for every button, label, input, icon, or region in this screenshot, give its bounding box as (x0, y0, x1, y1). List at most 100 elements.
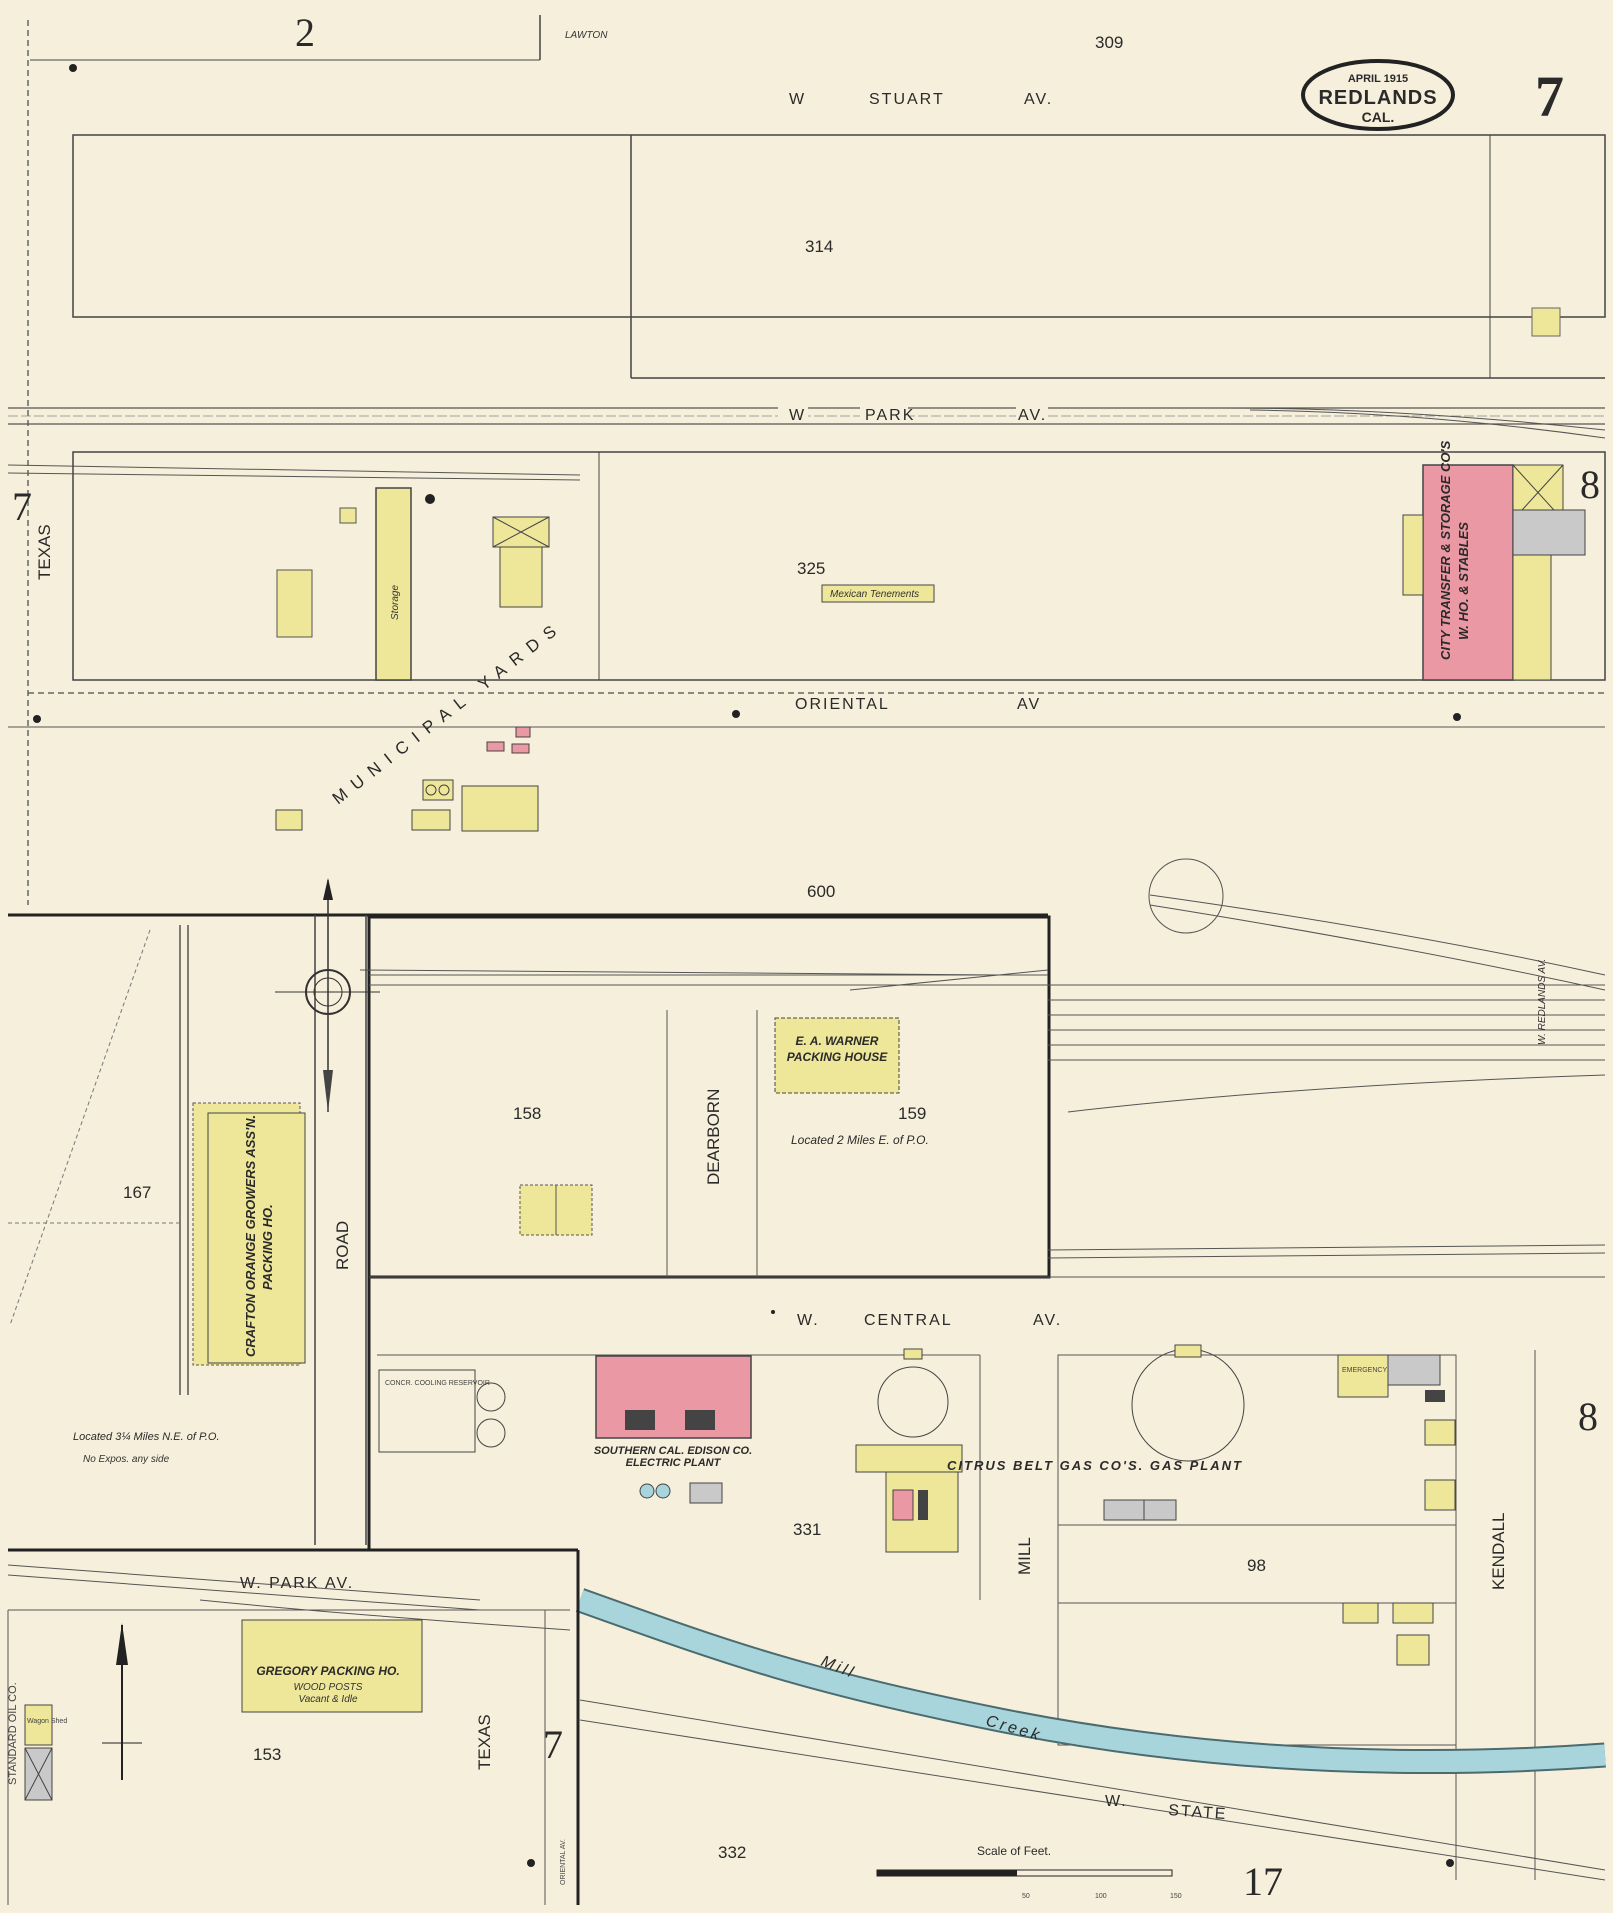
middle-region: 600 158 159 DEARBORN E. A. WARNER PACKIN… (8, 858, 1606, 1550)
mexican-tenements (821, 584, 935, 603)
frame-building-a (276, 569, 313, 638)
mill-creek (576, 1590, 1606, 1773)
city-transfer-label: CITY TRANSFER & STORAGE CO'S (1438, 440, 1453, 660)
road-label: ROAD (333, 1221, 352, 1270)
adjacent-sheet-7-left: 7 (12, 484, 32, 529)
block-331-area: CONCR. COOLING RESERVOIR SOUTHERN CAL. E… (377, 1348, 1243, 1600)
top-section: 2 LAWTON 309 APRIL 1915 REDLANDS CAL. 7 … (27, 10, 1606, 905)
texas-label-bottom: TEXAS (475, 1714, 494, 1770)
texas-label-top: TEXAS (35, 524, 54, 580)
w-park-lower-label: W. PARK AV. (240, 1575, 354, 1592)
block-158: 158 (513, 1104, 541, 1123)
block-167: 167 (123, 1183, 151, 1202)
block-98: 98 (1247, 1556, 1266, 1575)
edison-electric-plant (595, 1355, 752, 1439)
block-332: 332 (718, 1843, 746, 1862)
w-park-name: PARK (865, 407, 915, 424)
north-arrow (102, 1623, 142, 1780)
crafton-name-1: CRAFTON ORANGE GROWERS ASS'N. (243, 1115, 258, 1357)
stamp-state: CAL. (1362, 109, 1395, 125)
small-frame-building (1531, 307, 1561, 337)
block-325-area: 7 TEXAS Storage 325 Mexican Tenements CI… (7, 440, 1606, 681)
dearborn-label: DEARBORN (704, 1089, 723, 1185)
block-167-area: 167 CRAFTON ORANGE GROWERS ASS'N. PACKIN… (8, 925, 306, 1465)
block-600: 600 (807, 882, 835, 901)
w-redlands-label: W. REDLANDS AV. (1537, 959, 1548, 1045)
scale-tick-150: 150 (1170, 1893, 1182, 1900)
mexican-tenements-label: Mexican Tenements (830, 589, 919, 600)
stamp-city: REDLANDS (1318, 87, 1437, 109)
gregory-packing-house (241, 1619, 423, 1713)
warner-packing-house (774, 1017, 900, 1094)
w-central-av: AV. (1033, 1312, 1062, 1329)
storage-building (375, 487, 412, 681)
scale-bar: Scale of Feet. 50 100 150 (876, 1844, 1182, 1900)
lower-left-area: W. PARK AV. GREGORY PACKING HO. WOOD POS… (7, 1548, 580, 1905)
warner-location: Located 2 Miles E. of P.O. (791, 1133, 929, 1147)
adjacent-sheet-17: 17 (1243, 1859, 1283, 1904)
block-314: 314 (805, 237, 833, 256)
storage-label: Storage (390, 585, 401, 620)
reservoir-label: CONCR. COOLING RESERVOIR (385, 1380, 490, 1387)
oriental-av-small: ORIENTAL AV. (560, 1839, 567, 1885)
lawton-label: LAWTON (565, 30, 608, 41)
emergency-plant (1337, 1354, 1389, 1398)
block-325: 325 (797, 559, 825, 578)
sheet-number: 7 (1535, 64, 1564, 129)
mill-label: MILL (1015, 1537, 1034, 1575)
scale-label: Scale of Feet. (977, 1844, 1051, 1858)
adjacent-sheet-8-top: 8 (1580, 462, 1600, 507)
w-stuart-w: W (789, 91, 806, 108)
scale-tick-50: 50 (1022, 1893, 1030, 1900)
w-central-av: W. CENTRAL AV. (771, 1310, 1062, 1329)
adjacent-sheet-7-bottom: 7 (543, 1722, 563, 1767)
w-stuart-name: STUART (869, 91, 945, 108)
gas-plant-building (855, 1444, 963, 1473)
bottom-area: W. STATE 332 17 ORIENTAL AV. Scale of Fe… (527, 1699, 1606, 1904)
no-expos-note: No Expos. any side (83, 1454, 170, 1465)
gregory-name: GREGORY PACKING HO. (256, 1664, 399, 1678)
date-stamp: APRIL 1915 REDLANDS CAL. (1301, 59, 1455, 131)
w-stuart-av: AV. (1024, 91, 1053, 108)
warner-name-1: E. A. WARNER (796, 1034, 879, 1048)
crafton-name-2: PACKING HO. (260, 1204, 275, 1290)
wagon-shed (24, 1704, 53, 1746)
w-park-av: W PARK AV. (8, 404, 1606, 439)
gregory-status: Vacant & Idle (298, 1694, 358, 1705)
block-98-area: 98 EMERGENCY PLANT KENDALL 8 (1057, 1344, 1598, 1880)
citrus-gas-label: CITRUS BELT GAS CO'S. GAS PLANT (947, 1458, 1243, 1473)
gregory-construction: WOOD POSTS (294, 1682, 363, 1693)
steel-gas-container-1 (877, 1366, 949, 1438)
w-park-w: W (789, 407, 806, 424)
block-309: 309 (1095, 33, 1123, 52)
oriental-name: ORIENTAL (795, 696, 890, 713)
scale-tick-100: 100 (1095, 1893, 1107, 1900)
block-325-outline (72, 451, 1606, 681)
w-state-name: STATE (1168, 1802, 1228, 1823)
standard-oil-label: STANDARD OIL CO. (7, 1682, 19, 1785)
w-state-w: W. (1105, 1793, 1128, 1810)
adjacent-sheet-8-bottom: 8 (1578, 1394, 1598, 1439)
emergency-plant-label: EMERGENCY PLANT (1342, 1367, 1412, 1374)
city-transfer-sub: W. HO. & STABLES (1456, 522, 1471, 640)
wagon-shed-label: Wagon Shed (27, 1718, 67, 1725)
w-park-av: AV. (1018, 407, 1047, 424)
block-153: 153 (253, 1745, 281, 1764)
block-159: 159 (898, 1104, 926, 1123)
edison-name-2: ELECTRIC PLANT (626, 1457, 722, 1469)
edison-name-1: SOUTHERN CAL. EDISON CO. (594, 1445, 752, 1457)
stamp-date: APRIL 1915 (1348, 73, 1408, 85)
city-transfer-building (1422, 464, 1514, 681)
w-central-w: W. (797, 1312, 820, 1329)
crafton-location: Located 3¼ Miles N.E. of P.O. (73, 1431, 220, 1443)
block-331: 331 (793, 1520, 821, 1539)
cooling-reservoir (378, 1369, 476, 1453)
adjacent-sheet-top: 2 (295, 10, 315, 55)
warner-name-2: PACKING HOUSE (787, 1050, 888, 1064)
w-central-name: CENTRAL (864, 1312, 953, 1329)
frame-building-b (499, 546, 543, 608)
block-314-outline (72, 134, 1606, 318)
oriental-av: ORIENTAL AV (8, 692, 1605, 728)
kendall-label: KENDALL (1489, 1513, 1508, 1590)
